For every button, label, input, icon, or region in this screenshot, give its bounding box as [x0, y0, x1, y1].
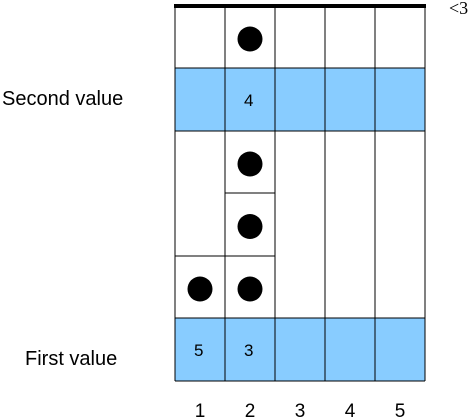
highlight-bands	[175, 68, 425, 381]
column-tick-label: 1	[195, 401, 206, 419]
first-value-label: First value	[25, 348, 118, 370]
dot	[237, 151, 263, 177]
cell-values: 4 5 3	[194, 91, 253, 360]
dot	[237, 26, 263, 52]
column-tick-label: 2	[245, 401, 256, 419]
column-tick-label: 5	[395, 401, 406, 419]
dots-layer	[187, 26, 263, 302]
dot	[237, 214, 263, 239]
second-value-label: Second value	[2, 88, 124, 110]
first-value-cell-text: 5	[194, 341, 203, 360]
column-tick-label: 4	[345, 401, 356, 419]
second-value-band	[175, 68, 425, 131]
first-value-cell-text: 3	[244, 341, 253, 360]
column-axis: 1 2 3 4 5	[195, 401, 406, 419]
column-tick-label: 3	[295, 401, 306, 419]
first-value-band	[175, 318, 425, 381]
dot	[187, 276, 213, 302]
corner-annotation: <3	[449, 0, 469, 18]
grid-lines	[174, 4, 426, 382]
dot	[237, 276, 263, 302]
second-value-cell-text: 4	[244, 91, 253, 110]
